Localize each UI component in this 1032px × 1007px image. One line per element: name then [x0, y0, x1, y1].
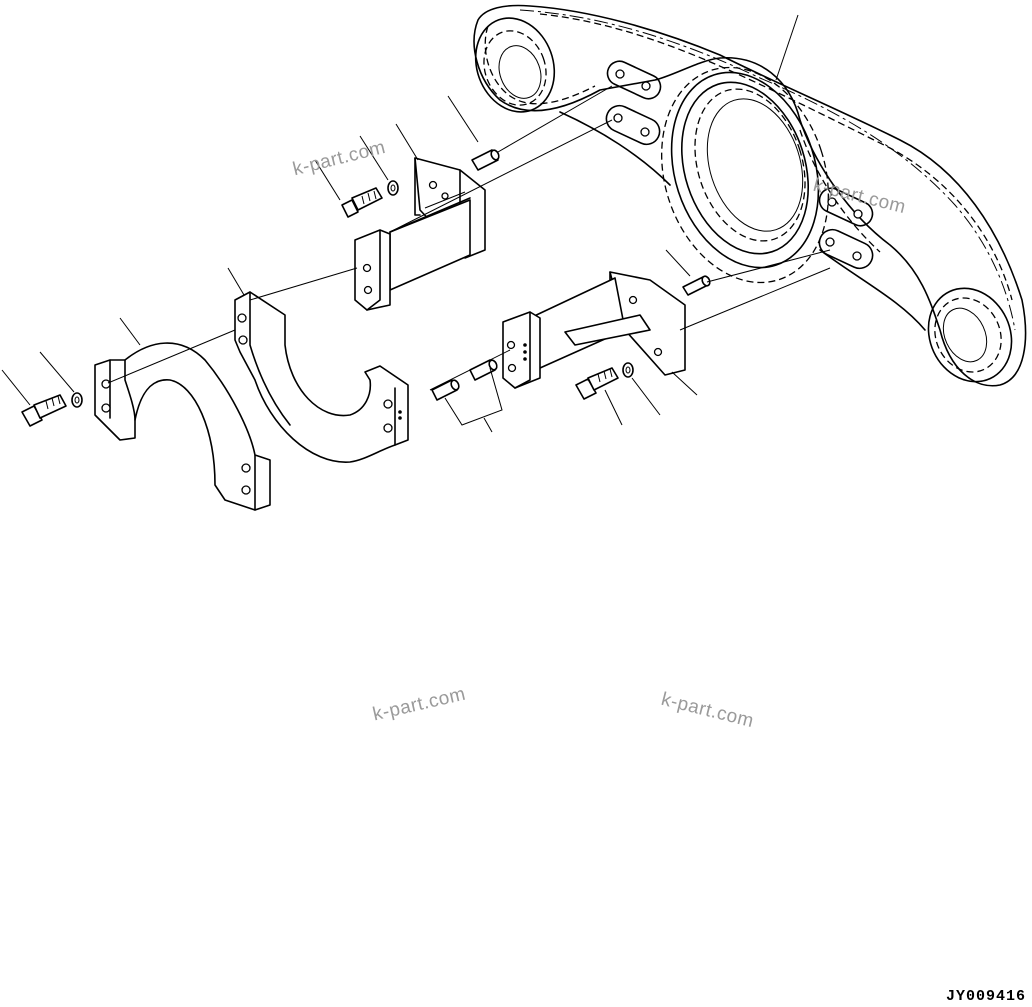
- leader-dowel-pin-pair: [444, 367, 503, 426]
- lower-bracket: [502, 271, 686, 389]
- leader-bolt-lower-right: [604, 389, 623, 426]
- equalizer-bar: [473, 4, 1027, 387]
- outer-half-ring-clamp: [94, 342, 271, 511]
- dowel-pin-upper: [471, 149, 500, 171]
- mounting-pad-lower-right: [818, 228, 874, 270]
- leader-bolt-upper: [314, 159, 341, 201]
- leader-washer-lower-left: [39, 351, 75, 393]
- washer-lower-left: [71, 392, 83, 408]
- leader-washer-upper: [359, 135, 389, 181]
- washer-lower-right: [622, 362, 634, 378]
- leader-bolt-lower-left: [1, 369, 31, 406]
- bolt-lower-left: [21, 394, 67, 427]
- leader-dowel-pin-upper: [447, 95, 479, 143]
- dowel-pin-lower-right: [682, 275, 711, 296]
- alignment-lines: [107, 85, 831, 391]
- leader-equalizer-bar: [775, 14, 799, 81]
- bracket-wedge: [564, 314, 651, 346]
- leader-lower-bracket: [671, 371, 698, 396]
- mounting-pad-upper-left: [606, 60, 662, 100]
- inner-half-ring-clamp: [234, 291, 409, 463]
- leader-outer-clamp: [119, 317, 141, 346]
- leader-upper-bracket: [395, 123, 419, 161]
- callout-leaders: [1, 14, 799, 433]
- mounting-pad-lower-left: [605, 104, 661, 146]
- mounting-pad-upper-right: [818, 187, 874, 227]
- leader-inner-clamp: [227, 267, 245, 296]
- bolt-upper: [341, 187, 383, 218]
- bolt-lower-right: [575, 367, 619, 400]
- drawing-code: JY009416: [945, 988, 1026, 1005]
- leader-dowel-pin-pair-tail: [483, 417, 493, 433]
- upper-bracket: [354, 157, 486, 311]
- dowel-pin-pair: [431, 359, 498, 401]
- washer-upper: [387, 180, 399, 196]
- leader-washer-lower-right: [631, 377, 661, 416]
- leader-dowel-pin-lower-right: [665, 249, 691, 277]
